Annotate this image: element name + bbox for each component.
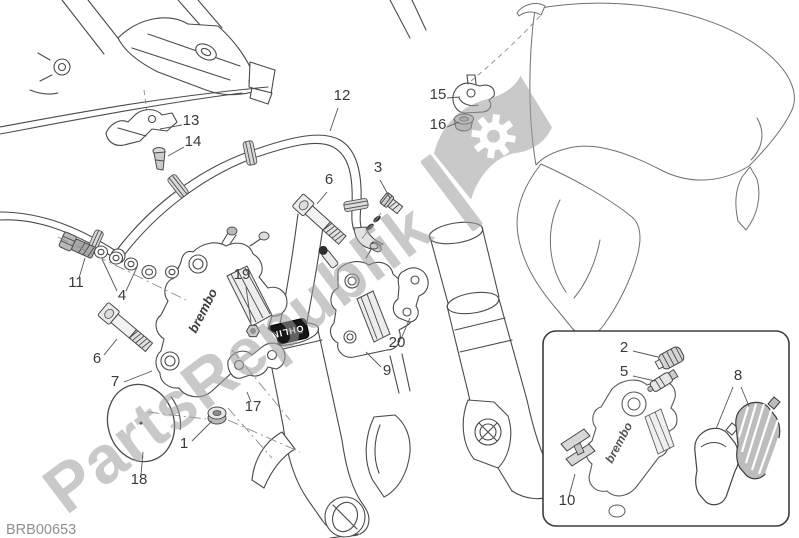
brake-pads-8 [694,396,781,506]
flag-pole [420,154,483,232]
pad-spring-clip-10 [560,428,596,467]
caliper-bolt-6-left [97,302,154,353]
callout-18: 18 [131,471,148,488]
bleed-valve-5 [647,369,679,392]
callout-17: 17 [245,398,262,415]
callout-6-left: 6 [93,350,101,367]
callout-labels: 1 2 3 4 5 6 6 7 8 9 10 11 12 13 14 15 16… [68,86,742,509]
diagram-code: BRB00653 [6,522,76,538]
callout-2: 2 [620,339,628,356]
callout-7: 7 [111,373,119,390]
inset-caliper-drawing: brembo [585,379,678,518]
brake-caliper-right-drawing [318,242,429,358]
caliper-nut-19 [245,324,261,338]
brake-hose-drawing [0,134,385,264]
callout-20: 20 [389,334,406,351]
bracket-screw-14 [152,147,166,171]
fork-leg-left-drawing: ÖHLINS [251,213,370,538]
ohlins-fork-decal: ÖHLINS [258,318,310,348]
callout-leader-lines [78,96,750,497]
callout-9: 9 [383,362,391,379]
callout-5: 5 [620,363,628,380]
front-fender-drawing [452,2,795,336]
fork-leg-right-drawing [365,221,563,500]
callout-12: 12 [334,87,351,104]
hose-guide-bracket-13 [105,109,178,146]
bleed-valve-cap-2 [654,346,685,370]
callout-1: 1 [180,435,188,452]
callout-13: 13 [183,112,200,129]
callout-16: 16 [430,116,447,133]
spacer-washer-1 [207,406,227,425]
hose-bracket-17 [227,342,286,379]
callout-4: 4 [118,287,126,304]
callout-15: 15 [430,86,447,103]
callout-10: 10 [559,492,576,509]
caliper-bracket-20 [392,267,429,323]
frame-section-drawing [0,0,427,171]
callout-3: 3 [374,159,382,176]
callout-14: 14 [185,133,202,150]
callout-6-upper: 6 [325,171,333,188]
inset-detail-box: brembo [542,330,790,527]
callout-11: 11 [68,274,84,291]
callout-8: 8 [734,367,742,384]
hose-fitting-3 [360,192,404,241]
caliper-bolt-6-upper [292,193,347,245]
assembly-axis-lines [57,236,301,459]
callout-19: 19 [234,266,251,283]
gear-icon [471,113,516,159]
sealing-washers-4 [93,245,180,280]
cover-disc-18 [106,383,182,463]
